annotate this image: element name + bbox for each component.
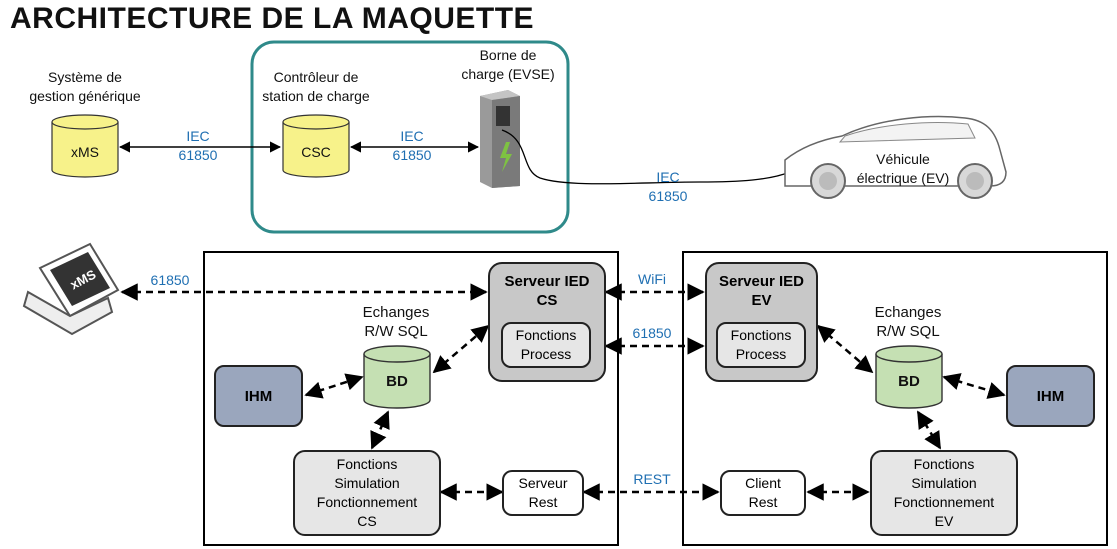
evse-label: Borne de charge (EVSE)	[461, 47, 555, 82]
ev-bd-label: BD	[898, 373, 920, 390]
iec-label-1: IEC 61850	[178, 128, 218, 163]
wifi-label: WiFi	[638, 271, 666, 287]
cs-echanges-label: Echanges R/W SQL	[362, 304, 430, 340]
link-ev-bd-ihm	[942, 373, 1006, 399]
charging-cable	[501, 129, 791, 185]
cs-bd-label: BD	[386, 373, 408, 390]
ev-bd-cylinder	[875, 345, 943, 409]
link-ev-bd-simu	[916, 410, 942, 450]
evse-charger-icon	[480, 90, 520, 188]
ev-frame	[682, 251, 1108, 546]
rest-label: REST	[633, 471, 671, 487]
cs-rest-label: Serveur Rest	[518, 475, 568, 510]
link-cs-ihm-bd	[304, 373, 364, 399]
laptop-icon	[22, 242, 120, 336]
cs-bd-cylinder	[363, 345, 431, 409]
cs-ihm-box: IHM	[214, 365, 303, 427]
page-title: ARCHITECTURE DE LA MAQUETTE	[10, 2, 535, 35]
xms-db-label: xMS	[71, 144, 99, 160]
link-61850-label: 61850	[632, 325, 672, 341]
ev-echanges-label: Echanges R/W SQL	[874, 304, 942, 340]
system-label: Système de gestion générique	[29, 69, 141, 104]
link-laptop-label: 61850	[150, 272, 190, 288]
cs-rest-server-box: Serveur Rest	[502, 470, 584, 516]
csc-cylinder	[282, 114, 350, 178]
ev-simulation-label: Fonctions Simulation Fonctionnement EV	[893, 456, 995, 529]
cs-simulation-label: Fonctions Simulation Fonctionnement CS	[316, 456, 418, 529]
electric-vehicle-icon	[784, 115, 1007, 199]
cs-process-label: Fonctions Process	[515, 327, 577, 362]
cs-simulation-box: Fonctions Simulation Fonctionnement CS	[293, 450, 441, 536]
ev-ihm-label: IHM	[1036, 387, 1065, 405]
csc-evse-group-frame	[250, 40, 570, 234]
ev-process-box: Fonctions Process	[716, 322, 806, 368]
ev-server-label: Serveur IED EV	[718, 273, 805, 309]
ev-rest-client-box: Client Rest	[720, 470, 806, 516]
link-cs-bd-simu	[370, 410, 390, 450]
ev-process-label: Fonctions Process	[730, 327, 792, 362]
ev-simulation-box: Fonctions Simulation Fonctionnement EV	[870, 450, 1018, 536]
cs-frame	[203, 251, 619, 546]
ev-label: Véhicule électrique (EV)	[856, 151, 950, 186]
cs-ihm-label: IHM	[244, 387, 273, 405]
iec-label-3: IEC 61850	[648, 169, 688, 204]
xms-cylinder	[51, 114, 119, 178]
cs-process-box: Fonctions Process	[501, 322, 591, 368]
ev-rest-label: Client Rest	[745, 475, 781, 510]
csc-db-label: CSC	[301, 144, 331, 160]
cs-server-label: Serveur IED CS	[504, 273, 590, 309]
iec-label-2: IEC 61850	[392, 128, 432, 163]
ev-ihm-box: IHM	[1006, 365, 1095, 427]
csc-label: Contrôleur de station de charge	[262, 69, 370, 104]
